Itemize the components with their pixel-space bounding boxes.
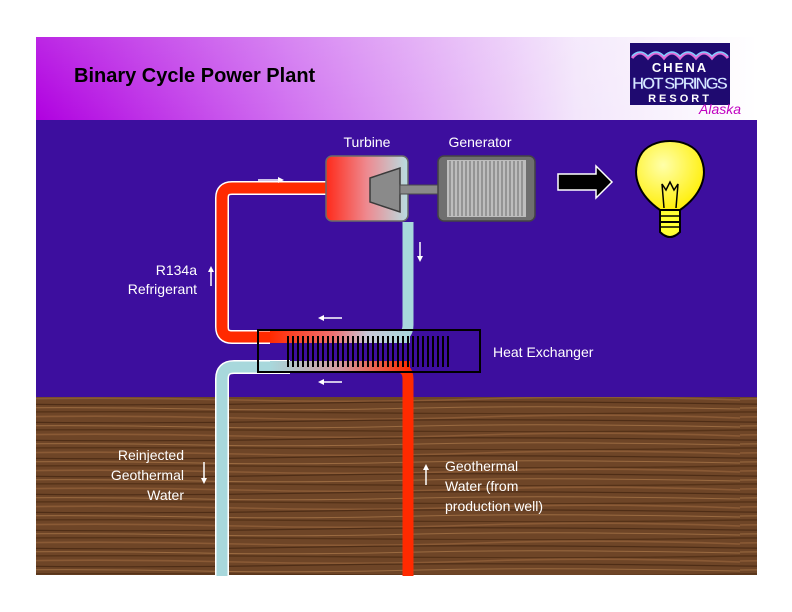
flow-arrow-left-icon <box>318 379 342 385</box>
flow-arrow-down-icon <box>201 462 207 484</box>
logo-line-chena: CHENA <box>652 60 708 75</box>
generator <box>437 155 536 222</box>
heat-exchanger <box>257 329 481 373</box>
turbine <box>325 155 441 222</box>
flow-arrow-right-icon <box>258 177 284 183</box>
ground-background <box>36 397 757 575</box>
flow-arrows <box>201 177 429 485</box>
light-bulb-icon <box>635 140 705 238</box>
logo-script-alaska: Alaska <box>698 101 741 117</box>
geothermal-label-line2: Water (from <box>445 478 518 494</box>
geothermal-label-line3: production well) <box>445 498 543 514</box>
flow-arrow-left-icon <box>318 315 342 321</box>
refrigerant-label: R134a Refrigerant <box>128 262 197 297</box>
reinjected-label-line3: Water <box>147 487 184 503</box>
generator-output-arrow-icon <box>557 164 614 200</box>
generator-label: Generator <box>448 134 511 150</box>
flow-arrow-up-icon <box>423 464 429 485</box>
reinjected-label-line1: Reinjected <box>118 447 184 463</box>
refrigerant-label-line1: R134a <box>156 262 197 278</box>
refrigerant-label-line2: Refrigerant <box>128 281 197 297</box>
flow-arrow-down-icon <box>417 242 423 262</box>
page-title: Binary Cycle Power Plant <box>74 65 316 87</box>
reinjected-label-line2: Geothermal <box>111 467 184 483</box>
turbine-label: Turbine <box>344 134 391 150</box>
flow-arrow-up-icon <box>208 266 214 286</box>
logo-line-resort: RESORT <box>648 93 712 105</box>
geothermal-water-label: Geothermal Water (from production well) <box>445 458 543 514</box>
heat-exchanger-label: Heat Exchanger <box>493 344 594 360</box>
geothermal-label-line1: Geothermal <box>445 458 518 474</box>
reinjected-water-label: Reinjected Geothermal Water <box>111 447 184 503</box>
logo-line-hot-springs: HOT SPRINGS <box>632 74 728 93</box>
resort-logo: CHENA HOT SPRINGS RESORT Alaska <box>630 43 741 117</box>
